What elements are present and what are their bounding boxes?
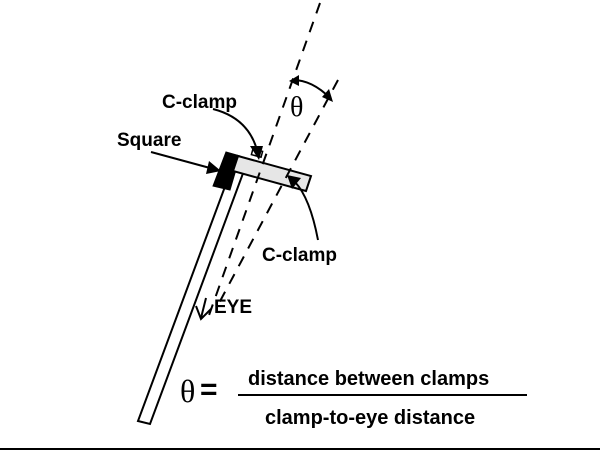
label-c-clamp-bottom: C-clamp xyxy=(262,245,337,266)
formula-theta: θ xyxy=(180,373,196,409)
sight-line-right xyxy=(217,79,339,306)
formula-numerator: distance between clamps xyxy=(248,368,490,390)
label-eye: EYE xyxy=(214,297,253,318)
eye-arrow-shaft xyxy=(200,297,207,319)
angle-arrow-right xyxy=(322,89,333,102)
angle-arrow-left xyxy=(289,75,299,86)
leader-square xyxy=(150,151,211,169)
leader-c-clamp-top-arrow xyxy=(250,146,263,160)
sight-line-left xyxy=(207,2,321,319)
square-block xyxy=(212,151,241,191)
label-theta-angle: θ xyxy=(290,92,304,123)
label-c-clamp-top: C-clamp xyxy=(162,92,237,113)
leader-square-arrow xyxy=(206,161,221,174)
leader-c-clamp-top xyxy=(212,108,258,151)
eye-arrow-head xyxy=(195,305,212,321)
formula-equals: = xyxy=(200,373,218,406)
leader-c-clamp-bottom xyxy=(294,181,319,241)
label-square: Square xyxy=(117,130,182,151)
formula-denominator: clamp-to-eye distance xyxy=(265,407,476,429)
leader-c-clamp-bottom-arrow xyxy=(287,175,301,189)
